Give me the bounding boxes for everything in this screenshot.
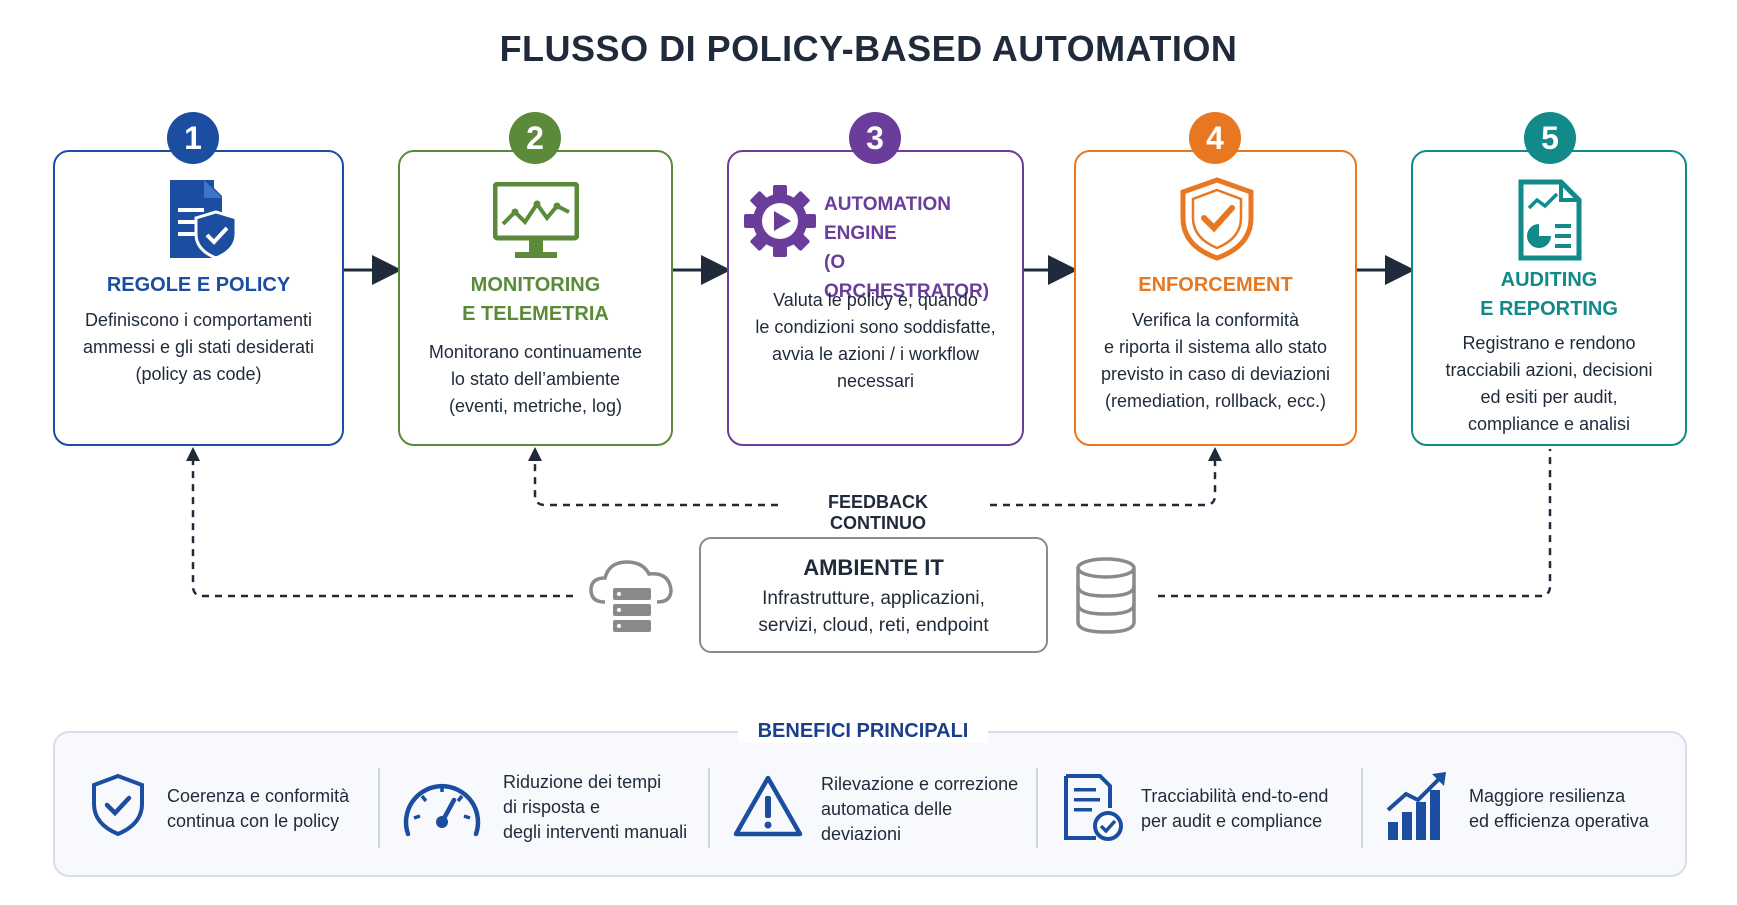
step-5-title-line: AUDITING (1500, 269, 1598, 291)
cloud-server-icon (589, 560, 673, 632)
benefit-line: Riduzione dei tempi (503, 772, 662, 792)
step-2-desc-line: (eventi, metriche, log) (448, 396, 623, 416)
growth-chart-icon (1386, 772, 1446, 840)
benefits-panel (53, 731, 1687, 877)
step-4-badge: 4 (1189, 112, 1241, 164)
step-2-badge: 2 (509, 112, 561, 164)
speedometer-icon (403, 783, 481, 837)
benefit-line: per audit e compliance (1141, 811, 1323, 831)
step-5-desc-line: ed esiti per audit, (1480, 387, 1618, 407)
step-1-desc-line: Definiscono i comportamenti (84, 310, 313, 330)
step-2-title-line: MONITORING (470, 274, 601, 296)
benefit-line: deviazioni (821, 824, 902, 844)
divider (708, 768, 710, 848)
step-1-title-line: REGOLE E POLICY (106, 274, 291, 296)
step-4-desc-line: e riporta il sistema allo stato (1103, 337, 1328, 357)
warning-icon (733, 775, 803, 837)
step-1-badge: 1 (167, 112, 219, 164)
step-4-desc-line: Verifica la conformità (1131, 310, 1300, 330)
step-3-desc-line: Valuta le policy e, quando (773, 290, 978, 310)
step-2-title-line: E TELEMETRIA (462, 303, 609, 325)
step-3-desc-line: avvia le azioni / i workflow (771, 344, 980, 364)
benefit-line: di risposta e (503, 797, 601, 817)
step-4-desc-line: (remediation, rollback, ecc.) (1104, 391, 1327, 411)
step-1-desc-line: (policy as code) (135, 364, 262, 384)
step-2-title: MONITORING E TELEMETRIA (398, 271, 673, 329)
step-4-title: ENFORCEMENT (1074, 271, 1357, 300)
monitor-chart-icon (493, 182, 579, 258)
step-3-desc-line: necessari (836, 371, 915, 391)
step-card-5 (1411, 150, 1687, 446)
benefit-line: Tracciabilità end-to-end (1141, 786, 1329, 806)
document-shield-icon (170, 180, 238, 260)
step-card-1 (53, 150, 344, 446)
step-1-title: REGOLE E POLICY (53, 271, 344, 300)
step-5-desc: Registrano e rendono tracciabili azioni,… (1419, 330, 1679, 438)
benefits-title: BENEFICI PRINCIPALI (738, 720, 988, 743)
divider (378, 768, 380, 848)
shield-check-icon (1180, 177, 1254, 261)
step-4-desc: Verifica la conformità e riporta il sist… (1082, 307, 1349, 415)
document-check-icon (1064, 774, 1123, 841)
benefit-item: Maggiore resilienza ed efficienza operat… (1384, 740, 1684, 870)
step-3-desc: Valuta le policy e, quando le condizioni… (735, 287, 1016, 395)
benefit-text: Maggiore resilienza ed efficienza operat… (1469, 784, 1649, 834)
step-3-title-line: AUTOMATION ENGINE (824, 194, 952, 244)
step-2-desc-line: Monitorano continuamente (428, 342, 643, 362)
step-5-desc-line: Registrano e rendono (1462, 333, 1636, 353)
benefit-line: Maggiore resilienza (1469, 786, 1626, 806)
gear-play-icon (744, 185, 816, 257)
benefit-text: Tracciabilità end-to-end per audit e com… (1141, 784, 1328, 834)
feedback-label: FEEDBACK CONTINUO (778, 492, 978, 534)
divider (1036, 768, 1038, 848)
environment-desc-line: Infrastrutture, applicazioni, (762, 588, 985, 609)
benefit-line: degli interventi manuali (503, 822, 688, 842)
shield-check-icon (92, 773, 144, 837)
step-5-badge: 5 (1524, 112, 1576, 164)
step-3-title-line: (O ORCHESTRATOR) (824, 252, 990, 302)
step-3-badge: 3 (849, 112, 901, 164)
step-5-desc-line: tracciabili azioni, decisioni (1445, 360, 1653, 380)
step-1-desc-line: ammessi e gli stati desiderati (82, 337, 315, 357)
benefit-line: ed efficienza operativa (1469, 811, 1649, 831)
environment-desc-line: servizi, cloud, reti, endpoint (758, 615, 989, 636)
benefit-line: Rilevazione e correzione (821, 774, 1019, 794)
step-4-desc-line: previsto in caso di deviazioni (1100, 364, 1331, 384)
step-4-title-line: ENFORCEMENT (1138, 274, 1293, 296)
benefit-text: Riduzione dei tempi di risposta e degli … (503, 770, 687, 845)
benefit-text: Coerenza e conformità continua con le po… (167, 784, 349, 834)
database-icon (1076, 557, 1136, 634)
env-line-left (191, 456, 573, 598)
benefit-line: continua con le policy (167, 811, 340, 831)
page-title: FLUSSO DI POLICY-BASED AUTOMATION (499, 28, 1238, 69)
step-1-desc: Definiscono i comportamenti ammessi e gl… (61, 307, 336, 388)
benefit-item: Rilevazione e correzione automatica dell… (733, 740, 1033, 870)
feedback-line-left (533, 456, 778, 507)
environment-box: AMBIENTE IT Infrastrutture, applicazioni… (699, 537, 1048, 653)
step-card-4 (1074, 150, 1357, 446)
step-2-desc-line: lo stato dell’ambiente (450, 369, 621, 389)
benefit-item: Coerenza e conformità continua con le po… (88, 740, 378, 870)
step-3-title: AUTOMATION ENGINE (O ORCHESTRATOR) (824, 190, 1014, 306)
step-5-desc-line: compliance e analisi (1467, 414, 1631, 434)
environment-desc: Infrastrutture, applicazioni, servizi, c… (701, 585, 1046, 639)
step-card-3: AUTOMATION ENGINE (O ORCHESTRATOR) (727, 150, 1024, 446)
env-line-right (1158, 449, 1552, 598)
benefit-line: automatica delle (821, 799, 953, 819)
environment-title: AMBIENTE IT (803, 555, 944, 580)
step-5-title: AUDITING E REPORTING (1411, 266, 1687, 324)
step-2-desc: Monitorano continuamente lo stato dell’a… (406, 339, 665, 420)
benefit-line: Coerenza e conformità (167, 786, 350, 806)
divider (1361, 768, 1363, 848)
step-5-title-line: E REPORTING (1480, 298, 1618, 320)
feedback-line-right (990, 456, 1217, 507)
benefit-item: Tracciabilità end-to-end per audit e com… (1062, 740, 1362, 870)
benefit-text: Rilevazione e correzione automatica dell… (821, 772, 1018, 847)
report-chart-icon (1518, 179, 1582, 261)
step-3-desc-line: le condizioni sono soddisfatte, (755, 317, 996, 337)
benefit-item: Riduzione dei tempi di risposta e degli … (400, 740, 700, 870)
